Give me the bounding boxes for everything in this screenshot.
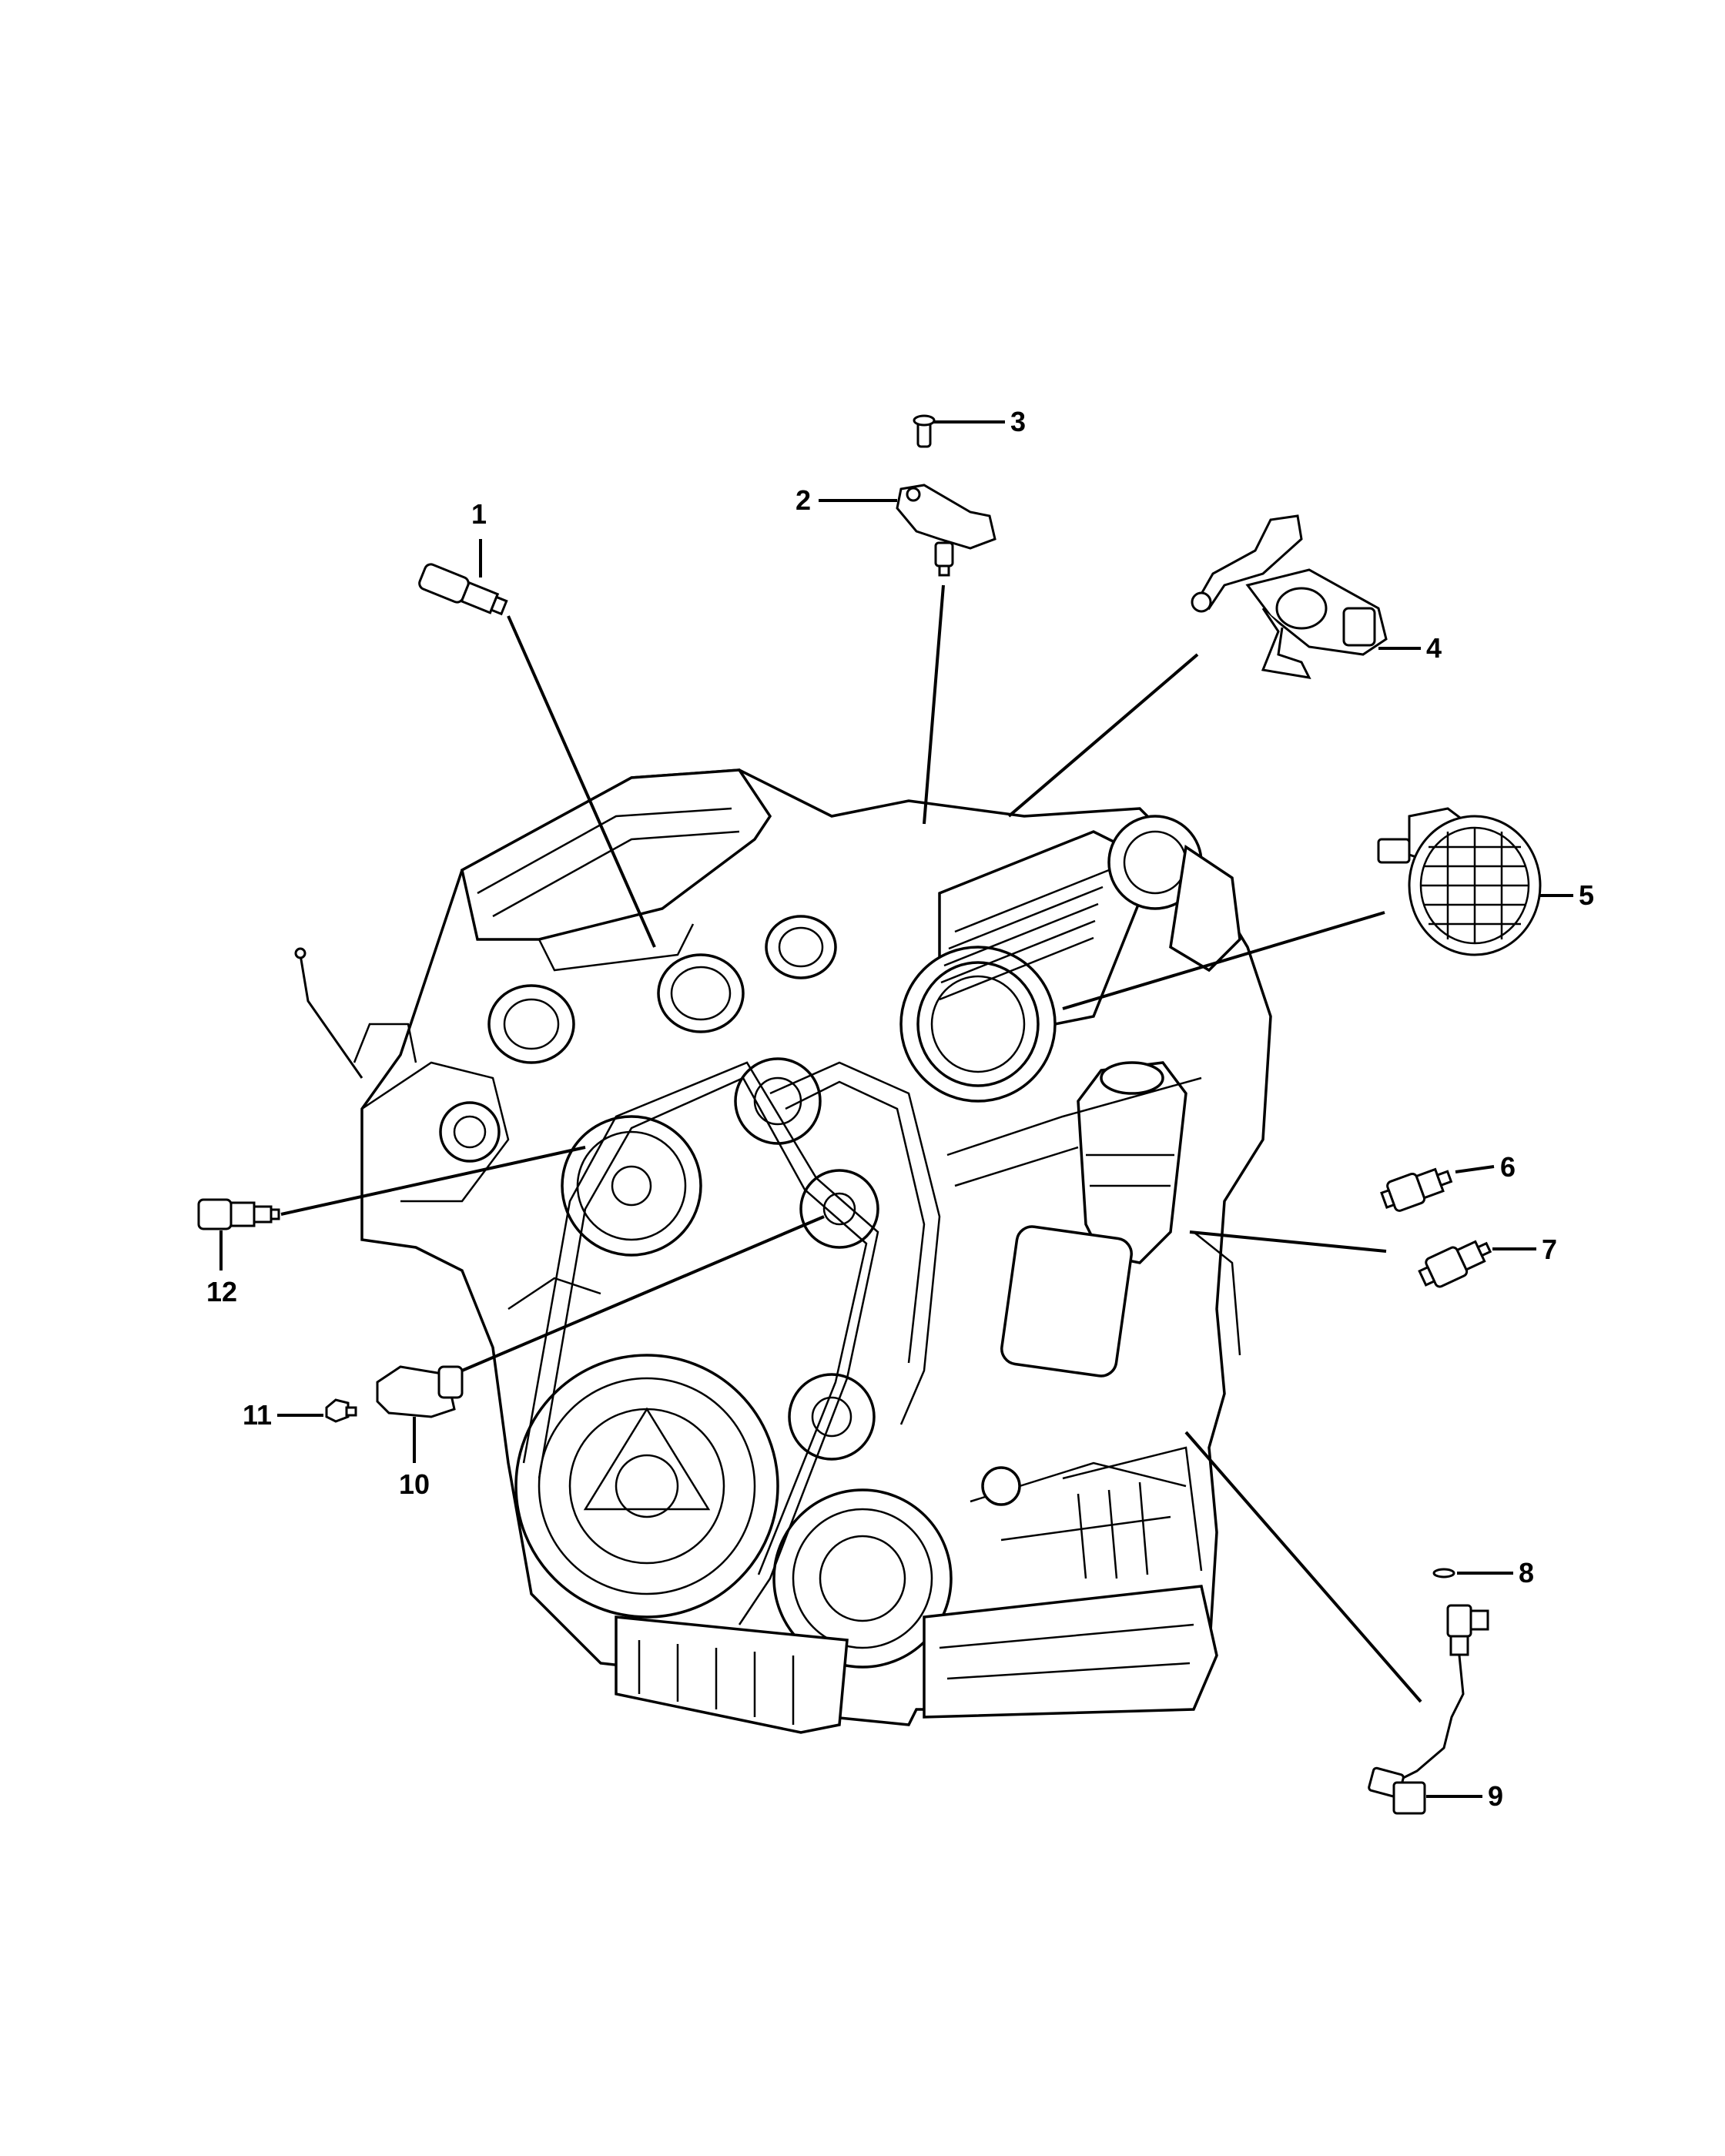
- part-6-pressure-switch: [1380, 1167, 1453, 1212]
- dipstick: [294, 947, 363, 1079]
- part-7-temp-sensor: [1418, 1240, 1492, 1288]
- part-2-sensor: [896, 484, 996, 577]
- callout-4: 4: [1426, 632, 1442, 664]
- maf-screen-mesh: [1421, 828, 1529, 943]
- callout-2: 2: [796, 484, 811, 516]
- intake-hose: [899, 830, 1157, 1103]
- part-10-knock-sensor: [376, 1365, 464, 1418]
- callout-8: 8: [1519, 1557, 1534, 1589]
- callout-11: 11: [243, 1399, 272, 1431]
- part-3-pin: [913, 414, 936, 448]
- callout-labels: 1 2 3 4 5 6 7 8 9 10 11 12: [206, 406, 1594, 1812]
- part-5-maf-sensor: [1377, 807, 1542, 956]
- callout-7: 7: [1542, 1234, 1557, 1265]
- callout-9: 9: [1488, 1780, 1503, 1812]
- callout-5: 5: [1579, 879, 1594, 911]
- part-4-bracket-sensor: [1191, 514, 1388, 679]
- part-1-sensor: [418, 563, 508, 616]
- part-12-pressure-sensor: [197, 1198, 280, 1230]
- pulleys: [514, 1057, 953, 1669]
- part-11-bolt: [325, 1398, 357, 1423]
- oil-pan: [615, 1585, 1218, 1734]
- turbo-housing: [1107, 815, 1241, 973]
- engine-assembly: [294, 768, 1272, 1734]
- leader-lines: [219, 420, 1573, 1798]
- part-9-sensor-harness: [1368, 1604, 1489, 1815]
- part-8-o-ring: [1432, 1568, 1455, 1578]
- oil-filter-housing: [1000, 1061, 1187, 1378]
- callout-12: 12: [206, 1276, 237, 1307]
- callout-3: 3: [1010, 406, 1026, 437]
- callout-1: 1: [471, 498, 487, 530]
- callout-10: 10: [399, 1468, 430, 1500]
- throttle-body: [487, 915, 837, 1064]
- callout-6: 6: [1500, 1151, 1516, 1183]
